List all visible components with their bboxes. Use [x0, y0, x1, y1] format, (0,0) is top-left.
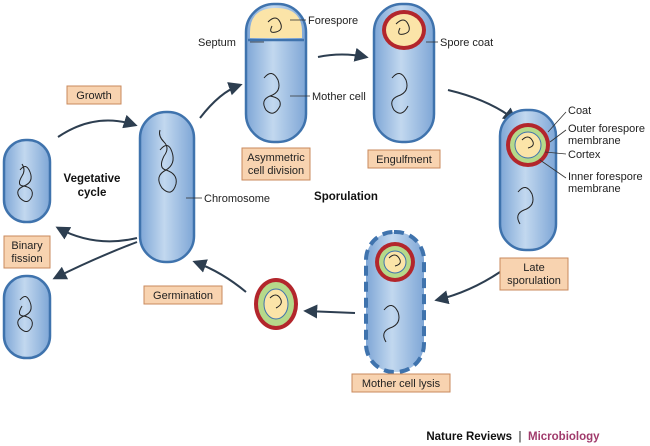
vegetative-cell-bottom: [2, 274, 52, 360]
box-binary-line2: fission: [11, 253, 42, 265]
box-lysis-label: Mother cell lysis: [362, 378, 441, 390]
label-coat: Coat: [568, 105, 591, 117]
box-growth: Growth: [66, 85, 122, 105]
box-late-line1: Late: [523, 262, 544, 274]
label-vegetative-2: cycle: [78, 187, 107, 199]
box-late-line2: sporulation: [507, 275, 561, 287]
box-asymmetric-line1: Asymmetric: [247, 152, 305, 164]
label-forespore: Forespore: [308, 15, 358, 27]
asymmetric-cell: [244, 2, 308, 144]
arrow-binary-down: [52, 241, 138, 280]
arrow-to-engulfment: [317, 47, 369, 62]
arrow-to-lysis: [434, 271, 501, 305]
box-germination-label: Germination: [153, 290, 213, 302]
box-engulfment-label: Engulfment: [376, 154, 432, 166]
label-spore-coat: Spore coat: [440, 37, 493, 49]
credit-publisher: Nature Reviews: [426, 431, 512, 443]
label-inner-forespore-1: Inner forespore: [568, 171, 643, 183]
arrow-to-late: [447, 89, 518, 122]
cycle-arrows: [52, 47, 518, 319]
box-growth-label: Growth: [76, 90, 111, 102]
arrow-to-spore: [303, 304, 356, 319]
label-cortex: Cortex: [568, 149, 601, 161]
box-asymmetric-line2: cell division: [248, 165, 304, 177]
vegetative-cell-top: [2, 138, 52, 224]
late-sporulation-cell: [498, 108, 558, 252]
label-vegetative-1: Vegetative: [64, 173, 121, 185]
box-asymmetric: Asymmetric cell division: [241, 147, 311, 181]
arrow-growth: [57, 114, 138, 138]
arrow-binary-up: [55, 226, 138, 243]
arrow-germination: [192, 259, 247, 293]
engulfment-cell: [372, 2, 436, 144]
label-septum: Septum: [198, 37, 236, 49]
credit-separator: |: [519, 431, 522, 443]
box-germination: Germination: [143, 285, 223, 305]
leader-lines: [186, 19, 567, 199]
mature-spore: [254, 278, 298, 330]
label-chromosome: Chromosome: [204, 193, 270, 205]
box-binary-line1: Binary: [11, 240, 43, 252]
box-binary: Binary fission: [3, 235, 51, 269]
arrow-to-asymmetric: [199, 82, 243, 119]
label-sporulation: Sporulation: [314, 191, 378, 203]
credit-journal: Microbiology: [528, 431, 600, 443]
box-lysis: Mother cell lysis: [351, 373, 451, 393]
box-late: Late sporulation: [499, 257, 569, 291]
label-outer-forespore-2: membrane: [568, 135, 621, 147]
box-engulfment: Engulfment: [367, 149, 441, 169]
credit: Nature Reviews | Microbiology: [426, 431, 600, 443]
label-outer-forespore-1: Outer forespore: [568, 123, 645, 135]
label-inner-forespore-2: membrane: [568, 183, 621, 195]
growing-cell: [138, 110, 196, 264]
lysis-cell: [364, 230, 426, 374]
label-mother-cell: Mother cell: [312, 91, 366, 103]
